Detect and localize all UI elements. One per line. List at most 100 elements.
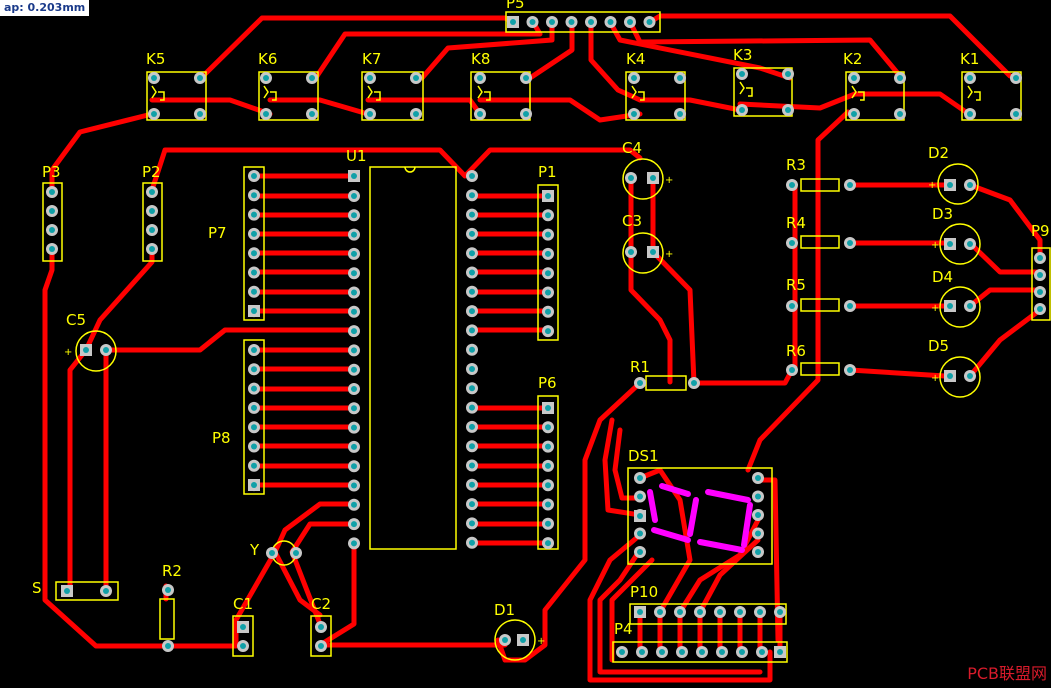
pad-hole xyxy=(469,520,475,527)
pad-hole xyxy=(251,308,257,314)
pad-hole xyxy=(947,182,953,188)
svg-text:+: + xyxy=(931,240,939,251)
pad-hole xyxy=(351,424,357,431)
switch-glyphs xyxy=(151,81,981,101)
pad-hole xyxy=(545,501,551,508)
label-p3: P3 xyxy=(42,163,61,181)
pad-hole xyxy=(351,193,357,199)
pad-hole xyxy=(151,75,157,81)
pad-hole xyxy=(789,182,795,188)
pad-hole xyxy=(967,111,973,117)
pad-hole xyxy=(639,649,645,655)
pad-hole xyxy=(545,405,551,411)
pad-hole xyxy=(628,249,634,255)
pad-hole xyxy=(477,111,483,117)
pad-hole xyxy=(650,249,656,255)
pad-hole xyxy=(251,192,257,199)
pad-hole xyxy=(269,550,275,556)
pad-hole xyxy=(469,481,475,488)
label-k3: K3 xyxy=(733,46,753,64)
pad-hole xyxy=(789,367,795,373)
label-p10: P10 xyxy=(630,583,659,601)
pad-hole xyxy=(947,303,953,309)
pad-hole xyxy=(413,111,419,117)
pad-hole xyxy=(549,19,555,25)
pad-hole xyxy=(967,373,973,379)
pad-hole xyxy=(251,347,257,353)
pad-layer[interactable] xyxy=(46,16,1046,658)
label-c1: C1 xyxy=(233,595,254,613)
label-r3: R3 xyxy=(786,156,806,174)
label-p6: P6 xyxy=(538,374,557,392)
pad-hole xyxy=(469,539,475,546)
pad-hole xyxy=(967,182,973,188)
pad-hole xyxy=(263,111,269,117)
pad-hole xyxy=(637,609,643,615)
pad-hole xyxy=(351,366,357,373)
pad-hole xyxy=(1013,111,1019,117)
pad-hole xyxy=(367,75,373,81)
pad-hole xyxy=(413,75,419,81)
pad-hole xyxy=(967,303,973,309)
pad-hole xyxy=(197,75,203,81)
pad-hole xyxy=(677,609,683,615)
pad-hole xyxy=(637,493,643,500)
label-r5: R5 xyxy=(786,276,806,294)
pad-hole xyxy=(351,540,357,547)
pad-hole xyxy=(691,380,697,386)
label-k2: K2 xyxy=(843,50,863,68)
pad-hole xyxy=(469,308,475,315)
pad-hole xyxy=(785,107,791,113)
label-c4: C4 xyxy=(622,139,643,157)
pad-hole xyxy=(469,404,475,411)
pad-hole xyxy=(309,111,315,117)
pad-hole xyxy=(1037,289,1043,295)
pad-hole xyxy=(351,463,357,470)
label-r2: R2 xyxy=(162,562,182,580)
pad-hole xyxy=(149,208,155,214)
pad-hole xyxy=(545,520,551,527)
pad-hole xyxy=(737,609,743,615)
pad-hole xyxy=(251,250,257,257)
pad-hole xyxy=(351,521,357,528)
pad-hole xyxy=(897,111,903,117)
pad-hole xyxy=(251,404,257,411)
pad-hole xyxy=(469,288,475,295)
label-p1: P1 xyxy=(538,163,557,181)
pad-hole xyxy=(103,588,109,594)
pad-hole xyxy=(240,624,246,630)
pad-hole xyxy=(469,443,475,450)
label-p9: P9 xyxy=(1031,222,1050,240)
pad-hole xyxy=(240,643,246,649)
label-p2: P2 xyxy=(142,163,161,181)
pad-hole xyxy=(529,19,536,25)
svg-text:+: + xyxy=(665,249,673,260)
pad-hole xyxy=(637,475,643,481)
pad-hole xyxy=(967,241,973,247)
pad-hole xyxy=(739,107,745,113)
pad-hole xyxy=(847,240,853,246)
pad-hole xyxy=(351,386,357,392)
svg-text:+: + xyxy=(928,180,936,191)
pad-hole xyxy=(103,347,109,353)
pad-hole xyxy=(679,649,685,655)
svg-text:+: + xyxy=(931,303,939,314)
pad-hole xyxy=(149,246,155,252)
pad-hole xyxy=(469,250,475,257)
pad-hole xyxy=(351,231,357,238)
pad-hole xyxy=(717,609,723,615)
pad-hole xyxy=(351,347,357,354)
pad-hole xyxy=(755,475,761,481)
pad-hole xyxy=(64,588,70,594)
pad-hole xyxy=(757,609,763,615)
pad-hole xyxy=(1037,272,1043,278)
label-k7: K7 xyxy=(362,50,382,68)
pad-hole xyxy=(755,530,761,537)
pad-hole xyxy=(545,250,551,257)
pad-hole xyxy=(755,512,761,518)
pad-hole xyxy=(251,462,257,469)
label-ds1: DS1 xyxy=(628,447,659,465)
pad-hole xyxy=(469,173,475,179)
label-k1: K1 xyxy=(960,50,980,68)
